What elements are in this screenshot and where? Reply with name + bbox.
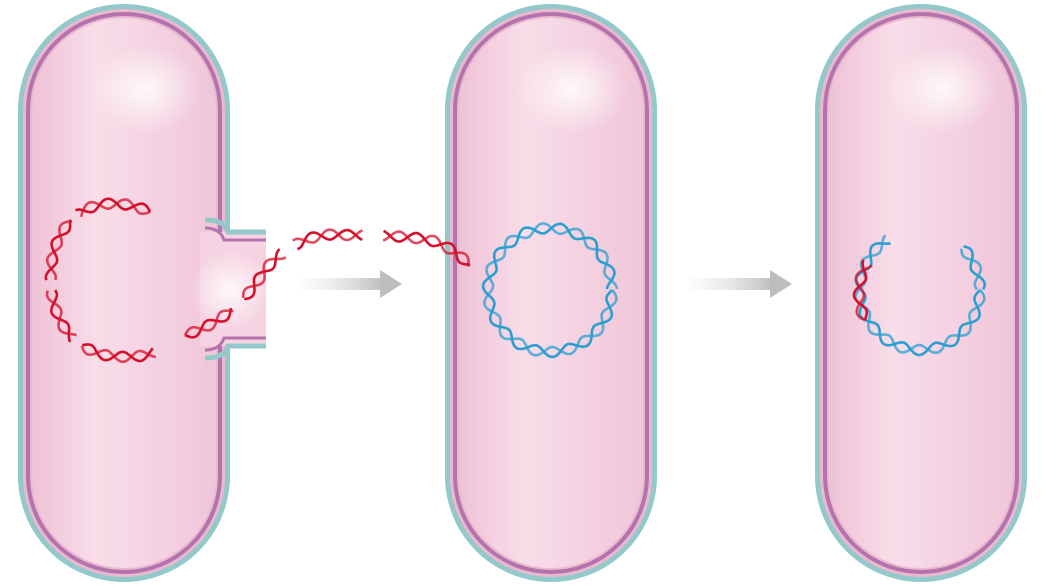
dna-strand — [963, 245, 987, 291]
dna-strand — [854, 264, 873, 322]
dna-strand — [382, 230, 470, 267]
donor-dna-circle — [44, 197, 157, 364]
dna-strand — [241, 256, 287, 298]
transferring-dna-strand — [183, 228, 471, 339]
cell-highlight — [517, 44, 628, 134]
dna-strand — [383, 229, 471, 267]
dna-strand — [297, 228, 363, 251]
arrow-1 — [300, 270, 402, 298]
integrated-donor-segment — [852, 259, 873, 322]
dna-strand — [45, 219, 73, 281]
cell-highlight — [90, 44, 201, 134]
dna-strand — [75, 197, 152, 214]
dna-strand — [45, 290, 78, 337]
dna-strand — [49, 289, 72, 343]
arrow-2 — [690, 270, 792, 298]
dna-strand — [292, 228, 363, 244]
dna-strand — [79, 198, 151, 218]
recipient-cell — [445, 4, 657, 582]
dna-strand — [183, 309, 234, 336]
recombinant-cell — [815, 4, 1027, 582]
donor-cell — [18, 4, 230, 582]
recipient-chromosome — [481, 222, 619, 359]
dna-strand — [81, 343, 154, 363]
dna-strand — [483, 222, 619, 357]
dna-strand — [80, 345, 157, 364]
dna-strand — [852, 259, 869, 321]
conjugation-bridge — [190, 217, 270, 361]
dna-strand — [481, 222, 616, 359]
dna-strand — [184, 307, 233, 339]
dna-strand — [960, 248, 983, 291]
cell-highlight — [887, 44, 998, 134]
